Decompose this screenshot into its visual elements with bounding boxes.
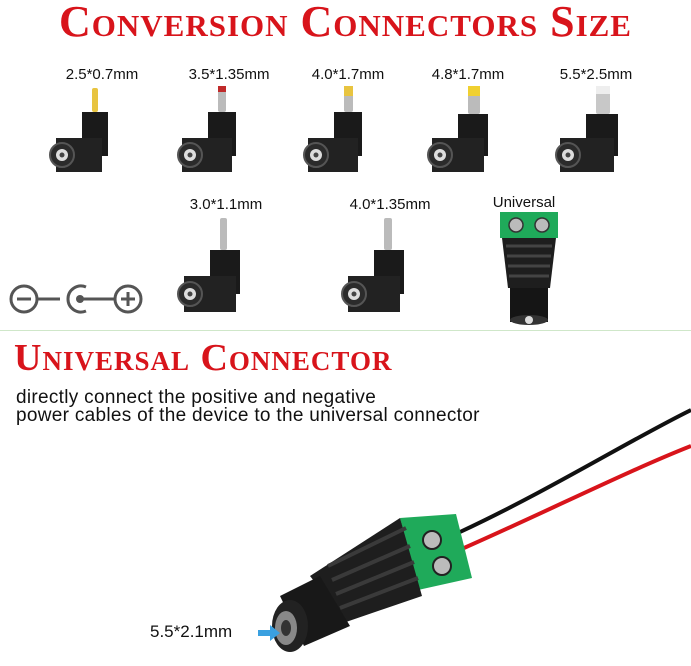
callout-label: 5.5*2.1mm <box>150 622 233 641</box>
page-title: Conversion Connectors Size <box>58 0 632 46</box>
connector-label: 4.8*1.7mm <box>431 66 505 83</box>
connector-label: 2.5*0.7mm <box>65 66 139 83</box>
universal-connector-image <box>272 408 691 652</box>
connector-label: 3.5*1.35mm <box>188 66 270 83</box>
adapter-3.0x1.1-image <box>177 218 240 312</box>
universal-terminal-image <box>500 212 558 325</box>
connector-label: 3.0*1.1mm <box>189 196 263 213</box>
adapter-4.8x1.7-image <box>427 86 488 172</box>
adapter-2.5x0.7-image <box>49 88 108 172</box>
adapter-5.5x2.5-image <box>555 86 618 172</box>
arrow-right-icon <box>258 625 280 641</box>
description-line-2: power cables of the device to the univer… <box>16 405 480 426</box>
connector-label: 4.0*1.7mm <box>311 66 385 83</box>
connector-label: 5.5*2.5mm <box>559 66 633 83</box>
adapter-3.5x1.35-image <box>177 86 236 172</box>
section-divider <box>0 330 691 331</box>
adapter-4.0x1.7-image <box>303 86 362 172</box>
polarity-symbol-icon <box>9 284 143 314</box>
section-title: Universal Connector <box>14 337 393 379</box>
connector-label: 4.0*1.35mm <box>349 196 431 213</box>
connector-label: Universal <box>492 194 556 211</box>
description-line-1: directly connect the positive and negati… <box>16 387 377 408</box>
adapter-4.0x1.35-image <box>341 218 404 312</box>
